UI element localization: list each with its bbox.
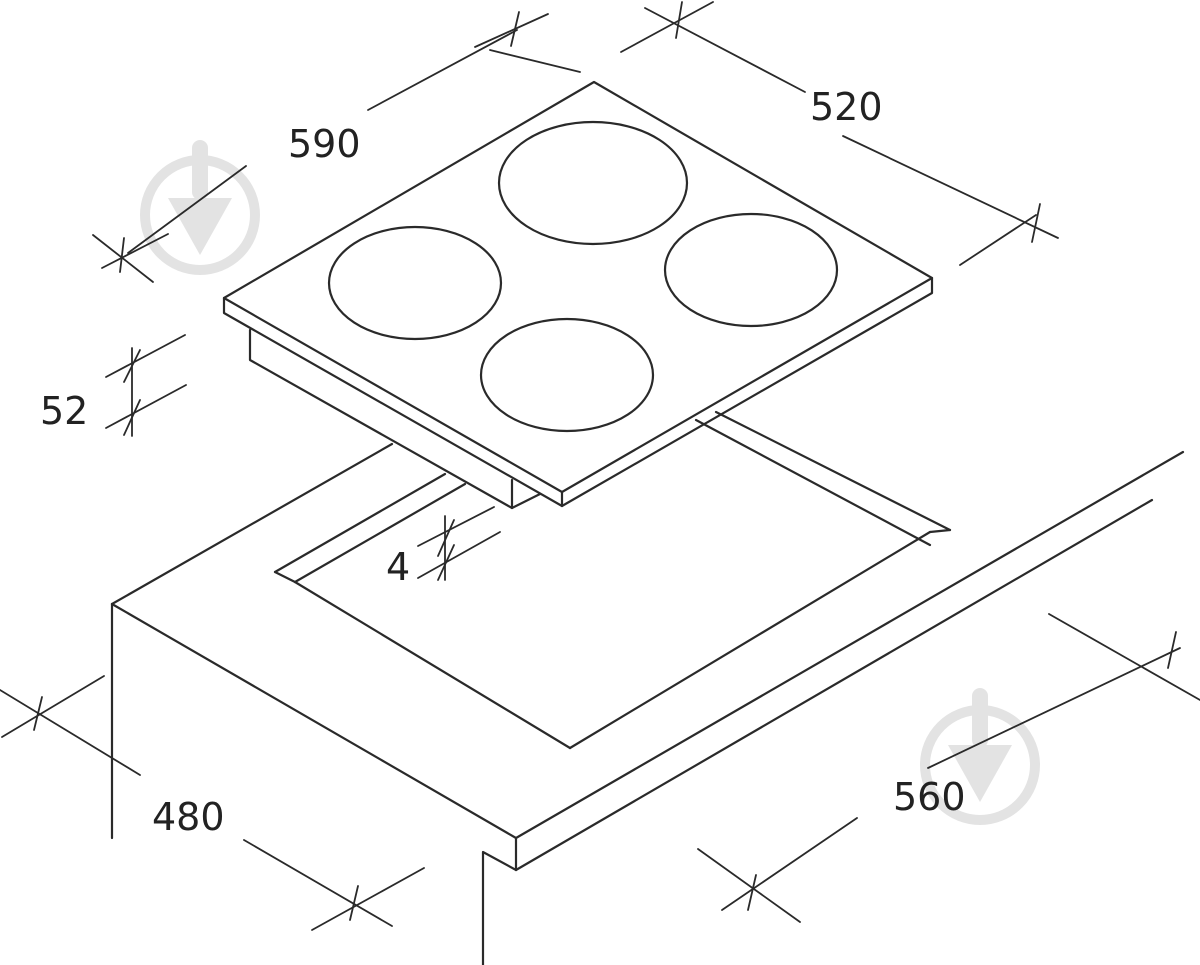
watermark-icon	[920, 688, 1040, 825]
burner-left	[327, 225, 503, 341]
dimension-label: 480	[152, 795, 225, 839]
dimension-52: 52	[40, 334, 187, 437]
dimension-520: 520	[620, 1, 1059, 266]
burners	[327, 120, 839, 433]
dimension-590: 590	[92, 11, 581, 283]
burner-front	[479, 317, 655, 433]
watermark-icon	[140, 140, 260, 275]
dimension-480: 480	[0, 675, 425, 931]
countertop-cutout	[273, 410, 952, 750]
hob	[222, 80, 934, 510]
dimension-label: 560	[893, 775, 966, 819]
burner-right	[663, 212, 839, 328]
dimension-label: 590	[288, 122, 361, 166]
dimension-label: 52	[40, 389, 88, 433]
dimension-label: 4	[386, 545, 410, 589]
burner-back	[497, 120, 689, 246]
dimension-4: 4	[386, 506, 501, 589]
countertop	[110, 442, 1185, 965]
dimension-560: 560	[697, 613, 1200, 923]
dimension-label: 520	[810, 85, 883, 129]
